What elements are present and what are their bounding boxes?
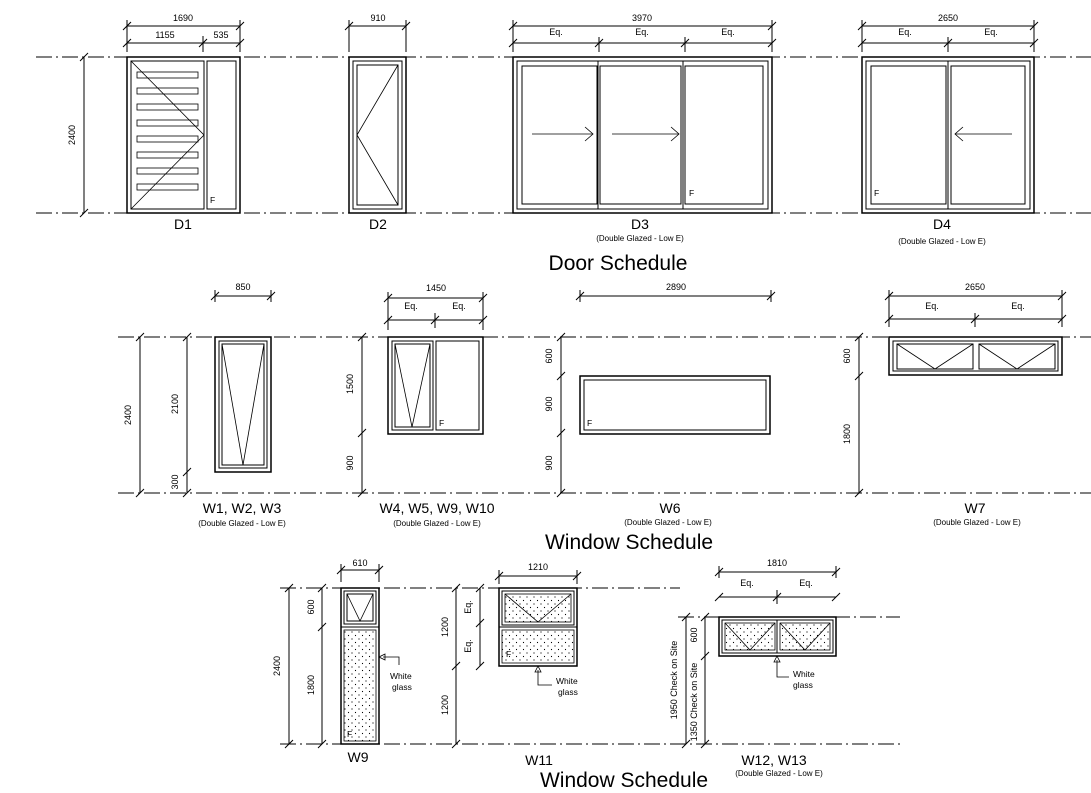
dim-w11-eq-1: Eq. bbox=[463, 600, 473, 614]
glazing-note-d4: (Double Glazed - Low E) bbox=[898, 237, 986, 246]
window-w9: 610 2400 600 1800 F White glass W9 bbox=[272, 558, 412, 765]
label-w12: W12, W13 bbox=[741, 752, 807, 768]
door-d1: 2400 1690 1155 535 F D1 bbox=[67, 13, 245, 232]
dim-d1-leaf: 1155 bbox=[155, 30, 174, 40]
dim-d1-total: 1690 bbox=[173, 13, 193, 23]
window-schedule-1: 850 2400 2100 300 W1, W2, W3 (Double Gla… bbox=[118, 282, 1091, 554]
white-glass-note-w12-2: glass bbox=[793, 680, 813, 690]
dim-w7-h600: 600 bbox=[842, 348, 852, 363]
label-d3: D3 bbox=[631, 216, 649, 232]
dim-w1-h2100: 2100 bbox=[170, 394, 180, 414]
label-w9: W9 bbox=[348, 749, 369, 765]
label-d1: D1 bbox=[174, 216, 192, 232]
dim-d3-width: 3970 bbox=[632, 13, 652, 23]
dim-w7-eq-1: Eq. bbox=[925, 301, 939, 311]
glazing-note-w12: (Double Glazed - Low E) bbox=[735, 769, 823, 778]
glazing-note-d3: (Double Glazed - Low E) bbox=[596, 234, 684, 243]
dim-d1-height: 2400 bbox=[67, 125, 77, 145]
dim-d3-eq-3: Eq. bbox=[721, 27, 735, 37]
dim-d1-side: 535 bbox=[213, 30, 228, 40]
door-schedule: 2400 1690 1155 535 F D1 bbox=[36, 13, 1091, 275]
fixed-mark: F bbox=[689, 188, 694, 198]
door-d4: 2650 Eq. Eq. F D4 (Double Glazed - Low E… bbox=[857, 13, 1039, 246]
dim-w11-h1200b: 1200 bbox=[440, 695, 450, 715]
dim-w11-width: 1210 bbox=[528, 562, 548, 572]
dim-w6-h600: 600 bbox=[544, 348, 554, 363]
window-w7: 2650 Eq. Eq. 600 1800 W7 (Double Glazed … bbox=[842, 282, 1067, 527]
label-w7: W7 bbox=[965, 500, 986, 516]
window-w11: 1210 1200 1200 Eq. Eq. F White glass W11 bbox=[440, 562, 582, 768]
dim-w4-width: 1450 bbox=[426, 283, 446, 293]
dim-w6-h900b: 900 bbox=[544, 455, 554, 470]
dim-w4-h1500: 1500 bbox=[345, 374, 355, 394]
dim-d4-width: 2650 bbox=[938, 13, 958, 23]
window-schedule-2: 610 2400 600 1800 F White glass W9 bbox=[272, 558, 900, 792]
dim-d3-eq-1: Eq. bbox=[549, 27, 563, 37]
check-on-site-1950: 1950 Check on Site bbox=[669, 641, 679, 720]
glazing-note-w4: (Double Glazed - Low E) bbox=[393, 519, 481, 528]
label-d2: D2 bbox=[369, 216, 387, 232]
door-schedule-title: Door Schedule bbox=[549, 252, 688, 275]
white-glass-note-w11-2: glass bbox=[558, 687, 578, 697]
dim-d4-eq-2: Eq. bbox=[984, 27, 998, 37]
white-glass-note-w11: White bbox=[556, 676, 578, 686]
dim-w4-eq-2: Eq. bbox=[452, 301, 466, 311]
window-w1: 850 2400 2100 300 W1, W2, W3 (Double Gla… bbox=[123, 282, 286, 528]
dim-w9-h1800: 1800 bbox=[306, 675, 316, 695]
fixed-mark: F bbox=[439, 418, 444, 428]
label-w11: W11 bbox=[525, 752, 553, 768]
door-d3: 3970 Eq. Eq. Eq. F D3 (Double Glazed - L… bbox=[508, 13, 777, 243]
dim-w12-eq-2: Eq. bbox=[799, 578, 813, 588]
dim-d2-width: 910 bbox=[370, 13, 385, 23]
dim-w1-h300: 300 bbox=[170, 474, 180, 489]
fixed-mark: F bbox=[506, 649, 511, 659]
window-w4: 1450 Eq. Eq. 1500 900 F W4, W5, W9, W10 … bbox=[345, 283, 495, 528]
dim-w6-h900a: 900 bbox=[544, 396, 554, 411]
dim-w7-h1800: 1800 bbox=[842, 424, 852, 444]
label-w6: W6 bbox=[660, 500, 681, 516]
glazing-note-w1: (Double Glazed - Low E) bbox=[198, 519, 286, 528]
window-schedule-title-1: Window Schedule bbox=[545, 531, 713, 554]
dim-d3-eq-2: Eq. bbox=[635, 27, 649, 37]
check-on-site-1350: 1350 Check on Site bbox=[689, 663, 699, 742]
dim-w4-eq-1: Eq. bbox=[404, 301, 418, 311]
dim-w4-h900: 900 bbox=[345, 455, 355, 470]
dim-w7-eq-2: Eq. bbox=[1011, 301, 1025, 311]
window-w12: 1810 Eq. Eq. 1950 Check on Site 600 1350… bbox=[669, 558, 841, 778]
fixed-mark: F bbox=[874, 188, 879, 198]
dim-w11-eq-2: Eq. bbox=[463, 639, 473, 653]
label-w4: W4, W5, W9, W10 bbox=[379, 500, 494, 516]
label-d4: D4 bbox=[933, 216, 951, 232]
dim-w7-width: 2650 bbox=[965, 282, 985, 292]
white-glass-note-w9: White bbox=[390, 671, 412, 681]
fixed-mark: F bbox=[210, 195, 215, 205]
dim-w9-width: 610 bbox=[352, 558, 367, 568]
dim-w12-width: 1810 bbox=[767, 558, 787, 568]
fixed-mark: F bbox=[587, 418, 592, 428]
glazing-note-w6: (Double Glazed - Low E) bbox=[624, 518, 712, 527]
white-glass-note-w12: White bbox=[793, 669, 815, 679]
label-w1: W1, W2, W3 bbox=[203, 500, 282, 516]
glazing-note-w7: (Double Glazed - Low E) bbox=[933, 518, 1021, 527]
dim-w6-width: 2890 bbox=[666, 282, 686, 292]
white-glass-note-w9-2: glass bbox=[392, 682, 412, 692]
dim-w1-width: 850 bbox=[235, 282, 250, 292]
window-schedule-title-2: Window Schedule bbox=[540, 769, 708, 792]
dim-w1-h2400: 2400 bbox=[123, 405, 133, 425]
door-d2: 910 D2 bbox=[344, 13, 411, 232]
dim-w12-eq-1: Eq. bbox=[740, 578, 754, 588]
dim-w9-h600: 600 bbox=[306, 599, 316, 614]
window-w6: 2890 600 900 900 F W6 (Double Glazed - L… bbox=[544, 282, 776, 527]
dim-w12-h600: 600 bbox=[689, 627, 699, 642]
fixed-mark: F bbox=[347, 729, 352, 739]
dim-w11-h1200a: 1200 bbox=[440, 617, 450, 637]
dim-w9-h2400: 2400 bbox=[272, 656, 282, 676]
dim-d4-eq-1: Eq. bbox=[898, 27, 912, 37]
